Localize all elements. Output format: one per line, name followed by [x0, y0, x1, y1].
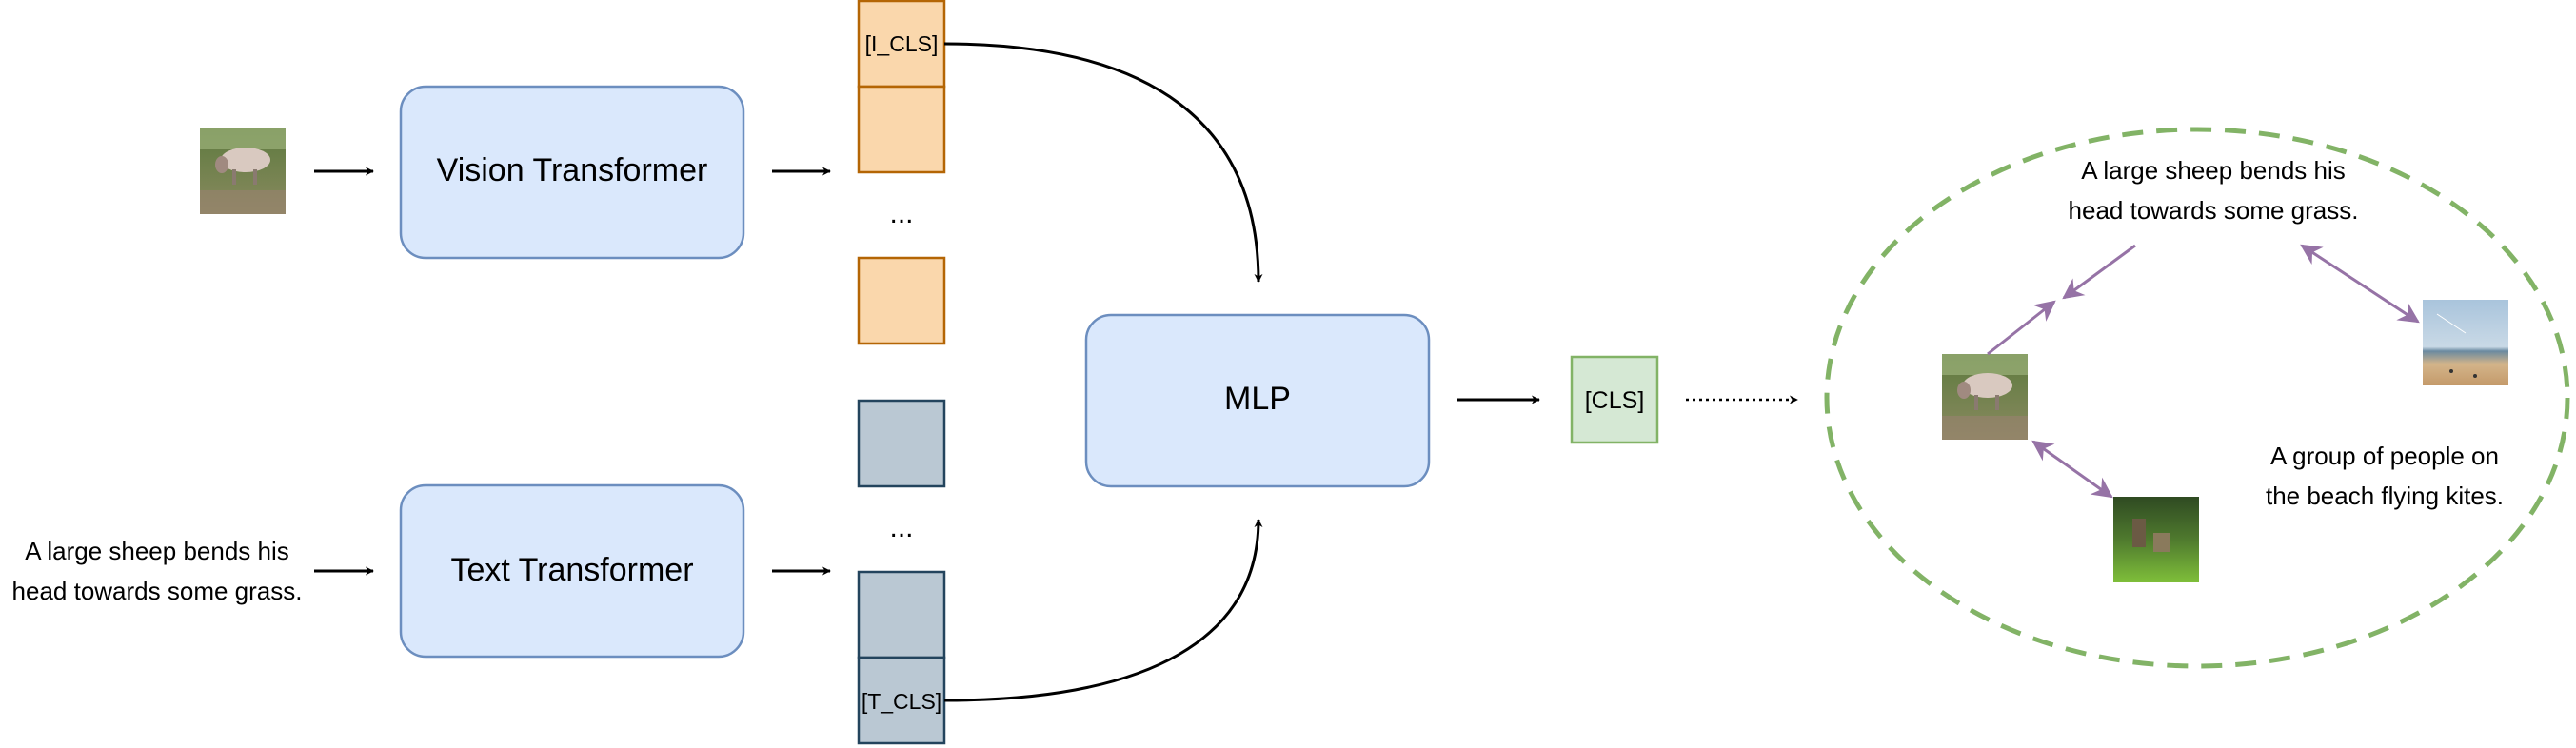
image-token-ellipsis: ... [889, 198, 914, 229]
embedding-caption-beach-line1: A group of people on [2270, 442, 2499, 470]
sheep-forest-arrow [2031, 440, 2113, 499]
text-token-ellipsis: ... [889, 512, 914, 543]
caption-beach-arrow [2300, 244, 2420, 324]
image-cls-to-mlp-arrow [943, 42, 1263, 283]
embedding-space-ellipse [1824, 127, 2570, 669]
vision-transformer-label: Vision Transformer [436, 152, 708, 188]
image-token [857, 85, 946, 174]
text-cls-to-mlp-arrow [943, 519, 1263, 702]
text-token [857, 399, 946, 488]
output-cls-label: [CLS] [1584, 387, 1645, 414]
mlp-label: MLP [1224, 381, 1291, 417]
embedding-caption-sheep: A large sheep bends his head towards som… [2047, 150, 2380, 230]
vision-transformer-block [399, 85, 745, 260]
embedding-caption-sheep-line2: head towards some grass. [2068, 196, 2359, 225]
image-cls-token [857, 0, 946, 89]
embedding-caption-sheep-line1: A large sheep bends his [2081, 156, 2346, 185]
text-transformer-block [399, 483, 745, 659]
image-cls-label: [I_CLS] [864, 31, 939, 56]
text-cls-token [857, 656, 946, 745]
text-cls-label: [T_CLS] [861, 689, 942, 714]
input-caption-line2: head towards some grass. [11, 577, 303, 605]
input-caption-line1: A large sheep bends his [25, 537, 289, 565]
text-transformer-label: Text Transformer [450, 552, 694, 588]
sheep-to-caption-arrow [1987, 300, 2056, 356]
caption-to-sheep-arrow [2062, 244, 2136, 300]
embedding-caption-beach-line2: the beach flying kites. [2265, 482, 2505, 510]
output-cls-token [1570, 355, 1659, 444]
image-token [857, 256, 946, 345]
forest-image-embedding [2113, 497, 2199, 582]
sheep-image-input [200, 128, 286, 214]
beach-image-embedding [2423, 300, 2508, 385]
mlp-block [1084, 313, 1431, 488]
input-caption: A large sheep bends his head towards som… [0, 531, 314, 611]
text-token [857, 570, 946, 659]
sheep-image-embedding [1942, 354, 2028, 440]
embedding-caption-beach: A group of people on the beach flying ki… [2218, 436, 2551, 516]
